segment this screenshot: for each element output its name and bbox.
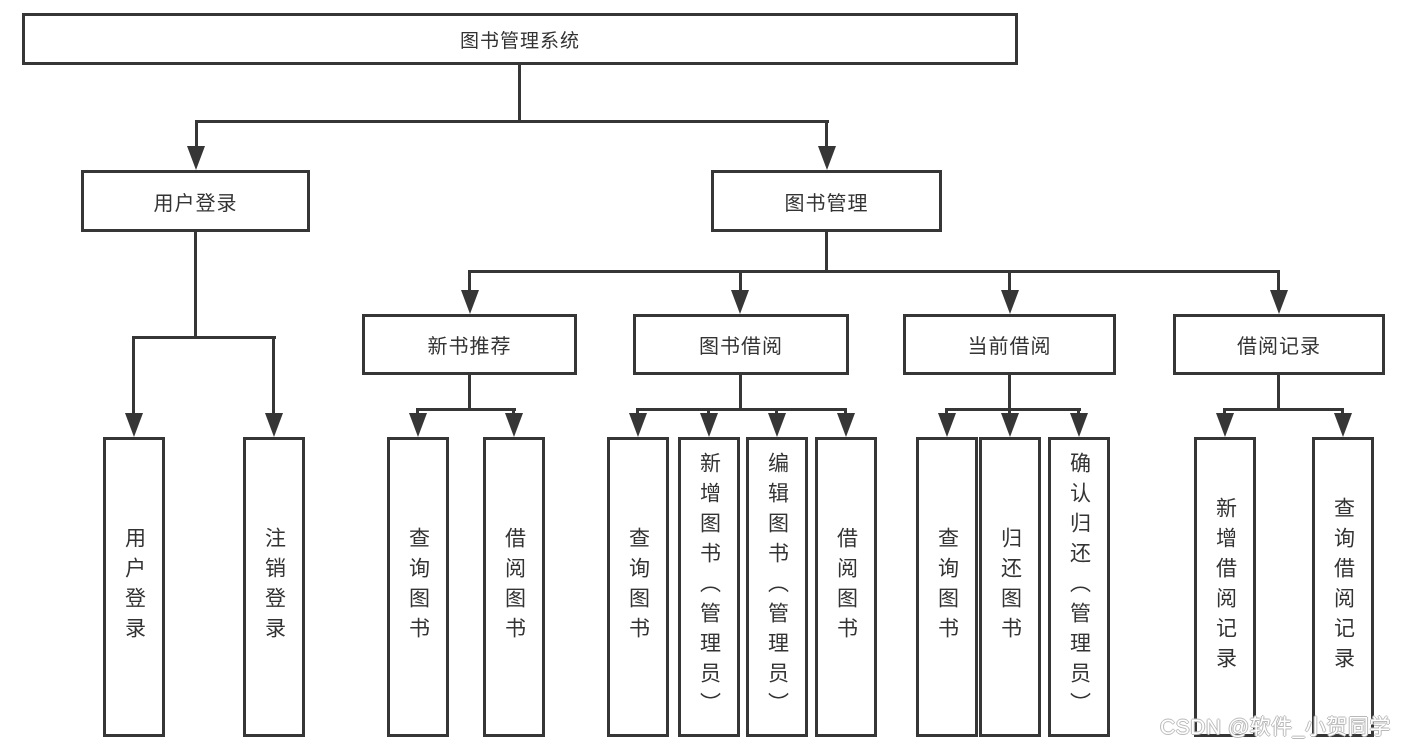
connector-book-management-stem bbox=[825, 232, 828, 270]
connector-to-leaf bbox=[272, 336, 275, 415]
leaf-label: 查询图书 bbox=[626, 527, 650, 647]
connector-stem bbox=[739, 375, 742, 408]
leaf-query-borrow-record: 查询借阅记录 bbox=[1312, 437, 1374, 737]
node-library-management-system: 图书管理系统 bbox=[22, 13, 1018, 65]
arrow-down-icon bbox=[818, 146, 836, 170]
arrow-down-icon bbox=[1001, 290, 1019, 314]
connector-to-leaf bbox=[775, 408, 778, 415]
connector-to-leaf bbox=[1223, 408, 1226, 415]
arrow-down-icon bbox=[1270, 290, 1288, 314]
arrow-down-icon bbox=[700, 413, 718, 437]
connector-to-leaf bbox=[416, 408, 419, 415]
connector-to-book-management bbox=[825, 120, 828, 148]
leaf-query-books: 查询图书 bbox=[607, 437, 669, 737]
leaf-user-login: 用户登录 bbox=[103, 437, 165, 737]
connector-to-new-book bbox=[468, 270, 471, 292]
arrow-down-icon bbox=[1334, 413, 1352, 437]
connector-stem bbox=[1277, 375, 1280, 408]
connector-to-leaf bbox=[1341, 408, 1344, 415]
leaf-label: 新增图书（管理员） bbox=[697, 452, 721, 722]
node-label: 图书借阅 bbox=[699, 336, 783, 358]
connector-to-leaf bbox=[844, 408, 847, 415]
arrow-down-icon bbox=[768, 413, 786, 437]
connector-to-leaf bbox=[132, 336, 135, 415]
leaf-label: 查询借阅记录 bbox=[1331, 497, 1355, 677]
node-current-borrow: 当前借阅 bbox=[903, 314, 1116, 375]
arrow-down-icon bbox=[837, 413, 855, 437]
leaf-add-borrow-record: 新增借阅记录 bbox=[1194, 437, 1256, 737]
node-user-login: 用户登录 bbox=[81, 170, 310, 232]
leaf-label: 查询图书 bbox=[406, 527, 430, 647]
node-new-book-recommend: 新书推荐 bbox=[362, 314, 577, 375]
leaf-label: 查询图书 bbox=[935, 527, 959, 647]
node-label: 当前借阅 bbox=[967, 336, 1052, 358]
arrow-down-icon bbox=[187, 146, 205, 170]
leaf-label: 注销登录 bbox=[262, 527, 286, 647]
node-label: 图书管理系统 bbox=[459, 30, 580, 52]
leaf-label: 编辑图书（管理员） bbox=[765, 452, 789, 722]
connector-splitter bbox=[946, 408, 1081, 411]
connector-stem bbox=[1008, 375, 1011, 408]
leaf-label: 借阅图书 bbox=[834, 527, 858, 647]
connector-to-borrow-records bbox=[1277, 270, 1280, 292]
watermark-text: CSDN @软件_小贺同学 bbox=[1160, 716, 1391, 739]
leaf-query-books: 查询图书 bbox=[916, 437, 978, 737]
connector-book-management-splitter bbox=[468, 270, 1280, 273]
connector-root-splitter bbox=[195, 120, 829, 123]
connector-to-current-borrow bbox=[1008, 270, 1011, 292]
arrow-down-icon bbox=[265, 413, 283, 437]
leaf-confirm-return-admin: 确认归还（管理员） bbox=[1048, 437, 1110, 737]
leaf-label: 借阅图书 bbox=[502, 527, 526, 647]
connector-splitter bbox=[637, 408, 847, 411]
arrow-down-icon bbox=[1001, 413, 1019, 437]
arrow-down-icon bbox=[125, 413, 143, 437]
arrow-down-icon bbox=[505, 413, 523, 437]
connector-to-leaf bbox=[1077, 408, 1080, 415]
connector-splitter bbox=[417, 408, 516, 411]
arrow-down-icon bbox=[731, 290, 749, 314]
connector-to-leaf bbox=[636, 408, 639, 415]
node-label: 新书推荐 bbox=[427, 336, 512, 358]
arrow-down-icon bbox=[461, 290, 479, 314]
arrow-down-icon bbox=[938, 413, 956, 437]
connector-to-book-borrow bbox=[739, 270, 742, 292]
node-label: 图书管理 bbox=[784, 192, 869, 215]
connector-user-login-stem bbox=[194, 232, 197, 336]
leaf-label: 归还图书 bbox=[998, 527, 1022, 647]
connector-to-leaf bbox=[707, 408, 710, 415]
leaf-edit-books-admin: 编辑图书（管理员） bbox=[746, 437, 808, 737]
node-borrow-records: 借阅记录 bbox=[1173, 314, 1385, 375]
arrow-down-icon bbox=[1070, 413, 1088, 437]
leaf-query-books: 查询图书 bbox=[387, 437, 449, 737]
leaf-return-books: 归还图书 bbox=[979, 437, 1041, 737]
leaf-logout: 注销登录 bbox=[243, 437, 305, 737]
leaf-label: 用户登录 bbox=[122, 527, 146, 647]
leaf-label: 新增借阅记录 bbox=[1213, 497, 1237, 677]
connector-splitter bbox=[1224, 408, 1344, 411]
node-label: 借阅记录 bbox=[1237, 336, 1321, 358]
connector-to-leaf bbox=[1008, 408, 1011, 415]
connector-to-leaf bbox=[945, 408, 948, 415]
arrow-down-icon bbox=[629, 413, 647, 437]
arrow-down-icon bbox=[409, 413, 427, 437]
connector-to-leaf bbox=[512, 408, 515, 415]
leaf-label: 确认归还（管理员） bbox=[1067, 452, 1091, 722]
connector-user-login-splitter bbox=[133, 336, 276, 339]
leaf-borrow-books: 借阅图书 bbox=[815, 437, 877, 737]
node-book-management: 图书管理 bbox=[711, 170, 942, 232]
connector-stem bbox=[468, 375, 471, 408]
node-book-borrow: 图书借阅 bbox=[633, 314, 849, 375]
arrow-down-icon bbox=[1216, 413, 1234, 437]
node-label: 用户登录 bbox=[153, 192, 238, 215]
leaf-borrow-books: 借阅图书 bbox=[483, 437, 545, 737]
connector-root-stem bbox=[518, 65, 521, 123]
leaf-add-books-admin: 新增图书（管理员） bbox=[678, 437, 740, 737]
connector-to-user-login bbox=[195, 120, 198, 148]
